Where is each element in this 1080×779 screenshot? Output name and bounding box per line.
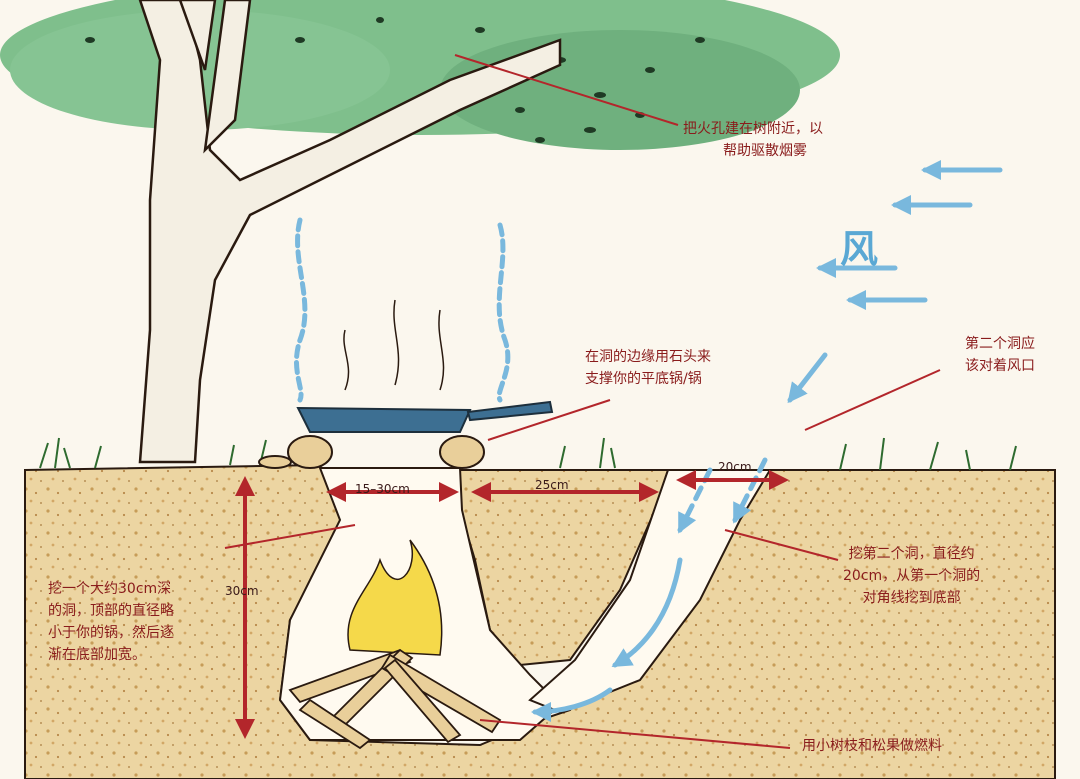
wind-label: 风 <box>840 227 879 271</box>
dimension-arrows <box>235 470 789 739</box>
dig-first-note-line-1: 挖一个大约30cm深 <box>48 581 172 597</box>
dig-first-note-line-3: 小于你的锅，然后逐 <box>48 625 174 641</box>
second-hole-note: 第二个洞应 该对着风口 <box>965 333 1035 377</box>
pan-note-line-2: 支撑你的平底锅/锅 <box>585 371 702 387</box>
dim-depth: 30cm <box>225 584 259 598</box>
fire <box>347 539 443 656</box>
steam <box>294 217 511 403</box>
tree-note-line-2: 帮助驱散烟雾 <box>723 143 807 159</box>
dig-second-note-line-2: 20cm，从第一个洞的 <box>843 568 981 584</box>
second-hole-note-line-1: 第二个洞应 <box>965 336 1035 352</box>
tree-trunk <box>138 0 562 464</box>
tree-note: 把火孔建在树附近，以 帮助驱散烟雾 <box>683 118 823 162</box>
dig-second-note-line-1: 挖第二个洞，直径约 <box>848 546 975 562</box>
grass <box>39 437 1017 471</box>
dim-gap: 25cm <box>535 478 569 492</box>
dig-second-note: 挖第二个洞，直径约 20cm，从第一个洞的 对角线挖到底部 <box>843 543 980 609</box>
fuel-note: 用小树枝和松果做燃料 <box>802 738 942 754</box>
leader-lines <box>224 54 941 749</box>
dim-second-width: 20cm <box>718 460 752 474</box>
dig-first-note-line-4: 渐在底部加宽。 <box>48 647 146 663</box>
rocks <box>258 435 485 469</box>
tree-note-line-1: 把火孔建在树附近，以 <box>683 121 823 137</box>
dig-first-note: 挖一个大约30cm深 的洞，顶部的直径略 小于你的锅，然后逐 渐在底部加宽。 <box>48 578 174 666</box>
dig-second-note-line-3: 对角线挖到底部 <box>862 590 961 606</box>
fuel-sticks <box>288 648 502 750</box>
pan-note-line-1: 在洞的边缘用石头来 <box>585 349 711 365</box>
pan-note: 在洞的边缘用石头来 支撑你的平底锅/锅 <box>585 346 711 390</box>
dim-top-width: 15–30cm <box>355 482 410 496</box>
frying-pan <box>296 400 554 433</box>
dig-first-note-line-2: 的洞，顶部的直径略 <box>48 603 174 619</box>
second-hole-note-line-2: 该对着风口 <box>965 358 1035 374</box>
